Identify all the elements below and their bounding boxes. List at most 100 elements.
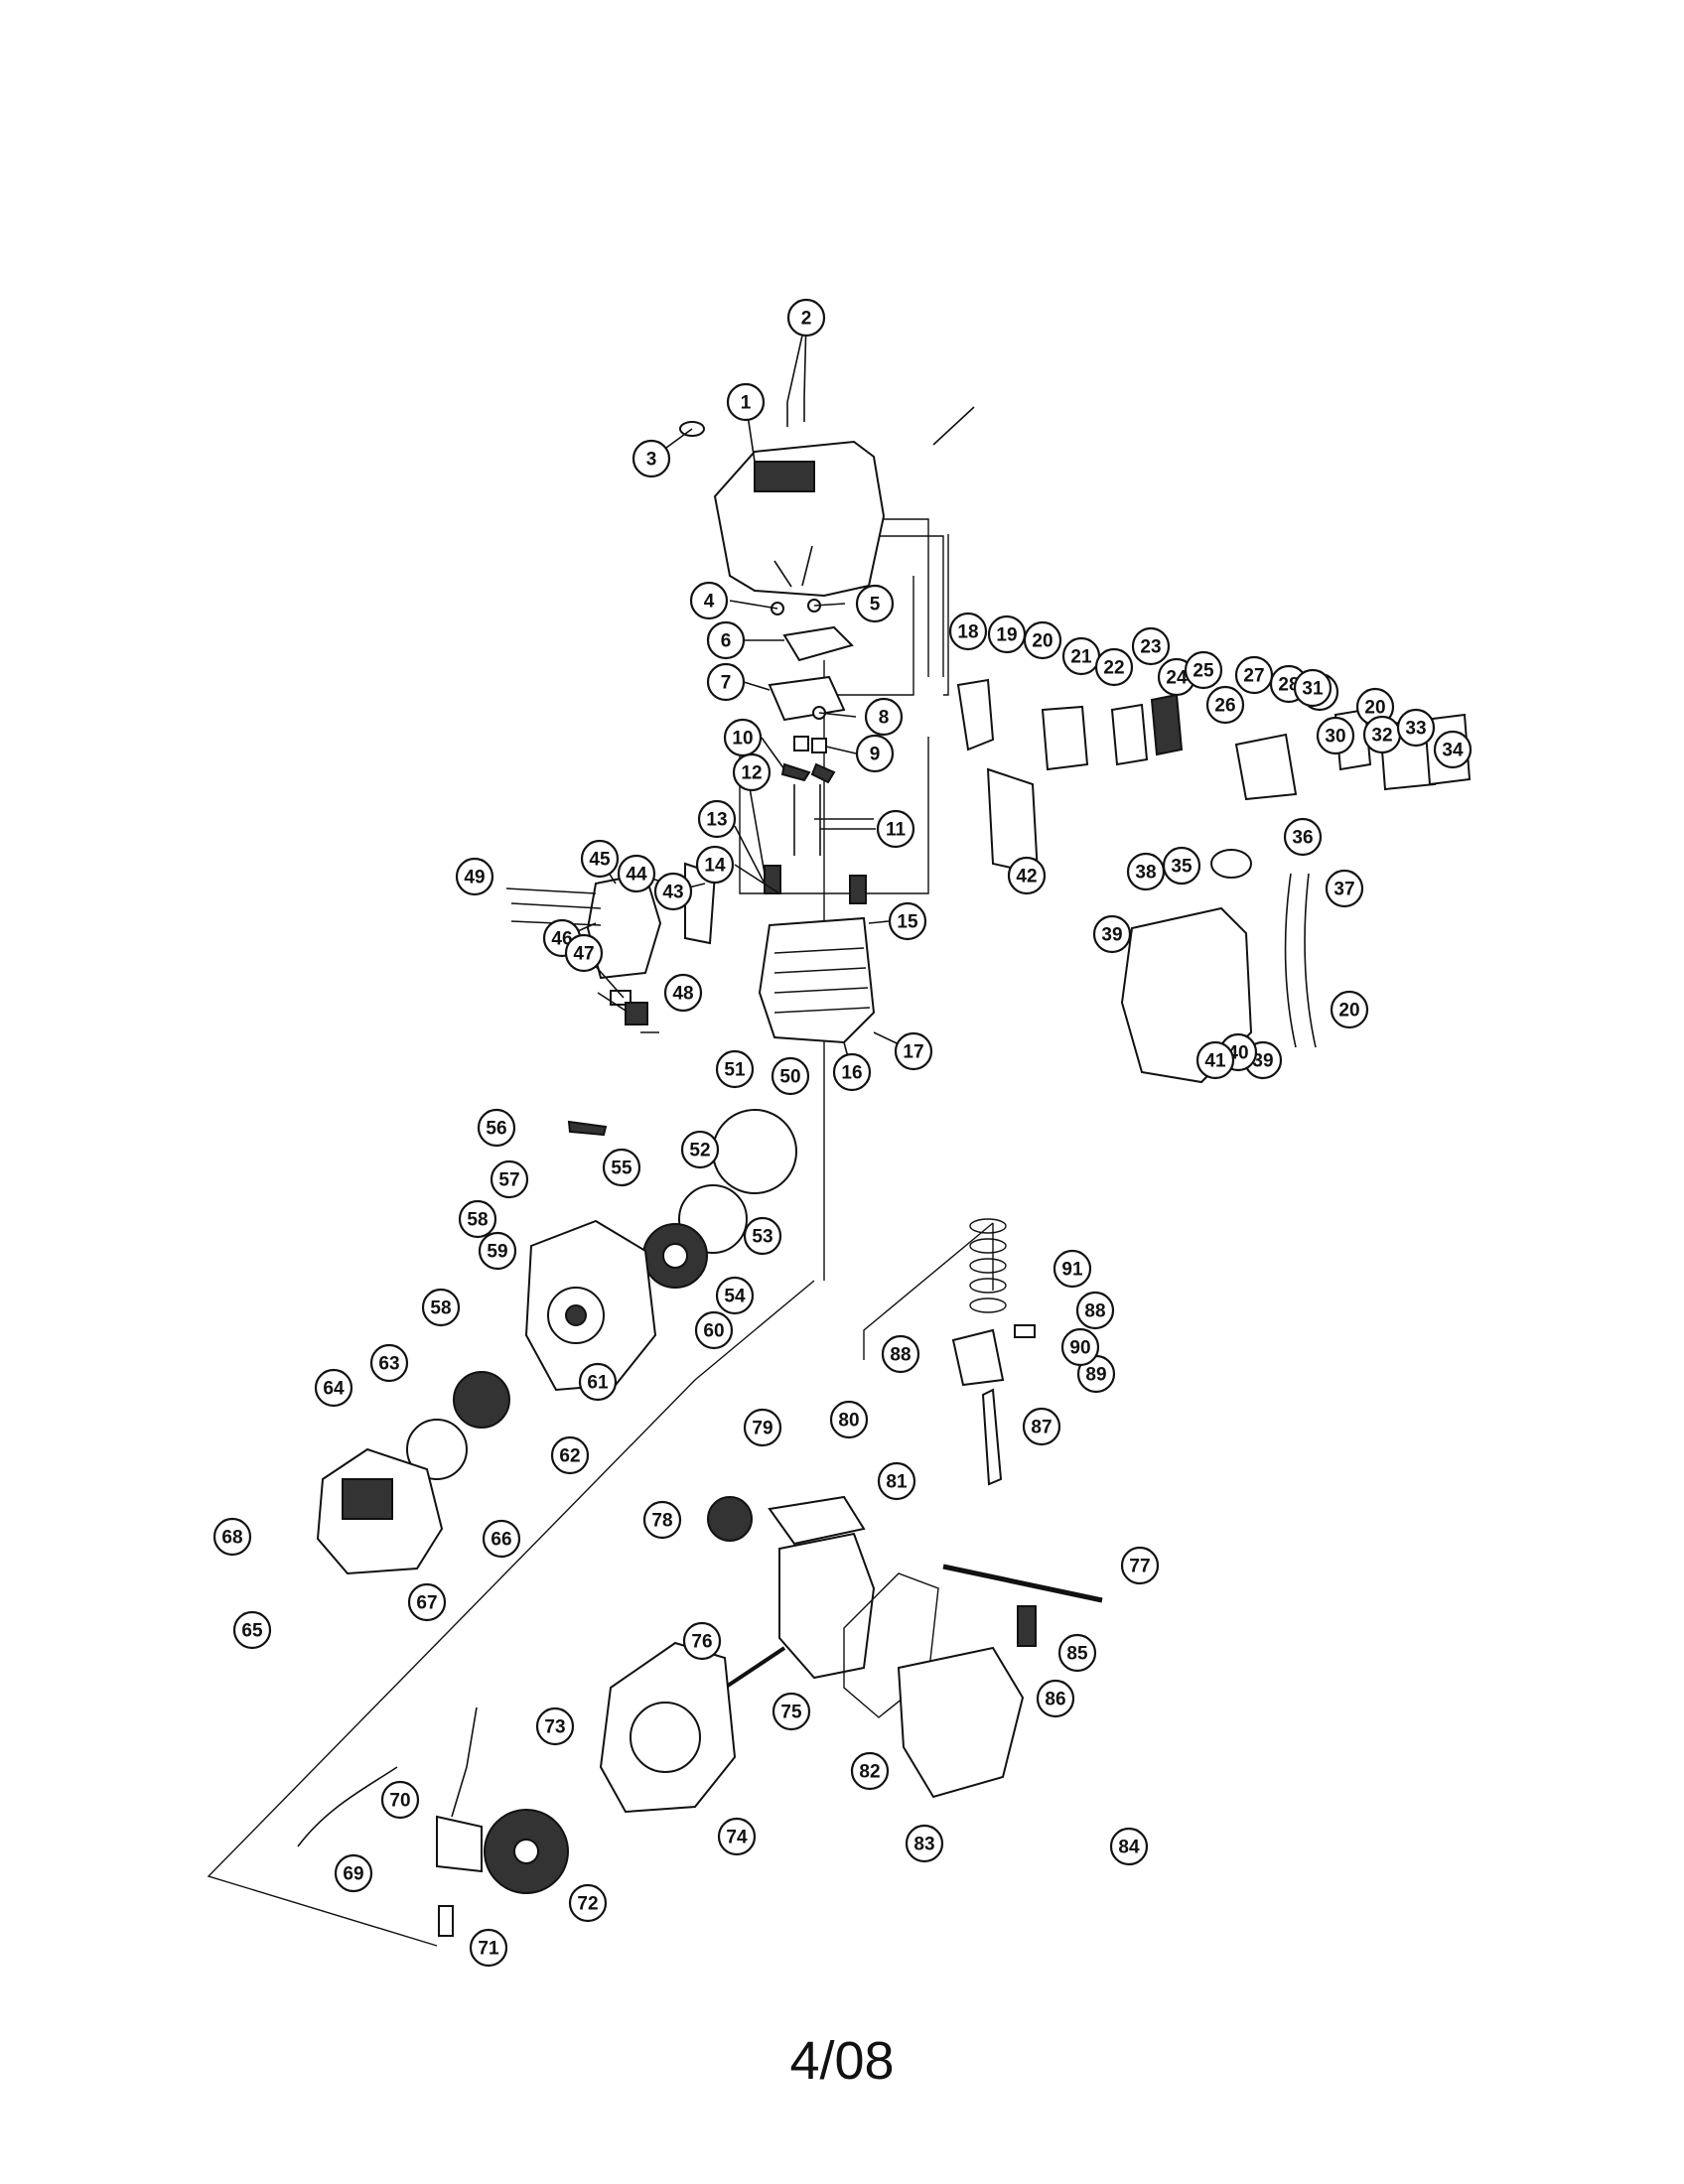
callout-number: 70	[389, 1791, 410, 1812]
callout-number: 57	[498, 1170, 519, 1191]
callout-number: 81	[886, 1472, 908, 1493]
callout-number: 18	[957, 622, 978, 643]
callout-number: 38	[1135, 863, 1156, 884]
callout-number: 85	[1066, 1644, 1088, 1665]
callout-33: 33	[1396, 708, 1436, 748]
callout-number: 45	[589, 850, 611, 871]
callout-54: 54	[715, 1276, 755, 1315]
callout-number: 22	[1103, 658, 1124, 679]
callout-number: 42	[1016, 867, 1037, 887]
callout-circle	[864, 697, 904, 737]
callout-circle	[1057, 1633, 1097, 1673]
callout-number: 63	[378, 1354, 399, 1375]
callout-52: 52	[680, 1130, 720, 1169]
callout-14: 14	[695, 845, 735, 885]
callout-38: 38	[1126, 852, 1166, 891]
callout-circle	[726, 382, 766, 422]
callout-number: 12	[741, 763, 762, 784]
footer-date: 4/08	[789, 2031, 895, 2091]
callout-number: 65	[241, 1621, 263, 1642]
callout-41: 41	[1195, 1040, 1235, 1080]
callout-34: 34	[1433, 730, 1473, 769]
callout-64: 64	[314, 1368, 353, 1408]
callout-number: 39	[1252, 1051, 1273, 1072]
callout-17: 17	[894, 1031, 933, 1071]
callout-number: 58	[430, 1298, 451, 1319]
callout-circle	[1131, 626, 1171, 666]
callout-circle	[232, 1610, 272, 1650]
callout-number: 68	[221, 1528, 242, 1549]
callout-number: 37	[1333, 880, 1354, 900]
callout-number: 89	[1085, 1365, 1106, 1386]
callout-18: 18	[948, 612, 988, 651]
crankcase-part	[778, 1532, 876, 1680]
callout-circle	[1396, 708, 1436, 748]
callout-number: 27	[1243, 666, 1264, 687]
callout-circle	[578, 1362, 618, 1402]
callout-circle	[680, 1130, 720, 1169]
callout-81: 81	[877, 1461, 916, 1501]
callout-number: 80	[838, 1411, 859, 1432]
callout-number: 4	[704, 592, 715, 613]
callout-number: 20	[1032, 631, 1052, 652]
callout-circle	[663, 973, 703, 1013]
callout-circle	[772, 1692, 811, 1731]
callout-circle	[743, 1216, 782, 1256]
callout-44: 44	[617, 854, 656, 893]
callout-number: 17	[903, 1042, 923, 1063]
callout-43: 43	[653, 872, 693, 911]
callout-20: 20	[1023, 620, 1062, 660]
callout-9: 9	[855, 734, 895, 773]
callout-7: 7	[706, 662, 746, 702]
callout-number: 51	[724, 1060, 746, 1081]
callout-1: 1	[726, 382, 766, 422]
callout-50: 50	[771, 1056, 810, 1096]
callout-circle	[894, 1031, 933, 1071]
callout-69: 69	[334, 1853, 373, 1893]
callout-circle	[458, 1199, 497, 1239]
callout-circle	[1316, 716, 1355, 755]
callout-number: 30	[1325, 727, 1345, 748]
callout-89: 89	[1076, 1354, 1116, 1394]
callout-75: 75	[772, 1692, 811, 1731]
callout-number: 39	[1101, 925, 1122, 946]
callout-87: 87	[1022, 1407, 1061, 1446]
callout-circle	[850, 1751, 890, 1791]
callout-number: 41	[1204, 1051, 1226, 1072]
callout-number: 31	[1302, 679, 1324, 700]
callout-circle	[717, 1817, 757, 1856]
callout-circle	[888, 901, 927, 941]
callout-number: 5	[870, 595, 881, 615]
callout-number: 25	[1193, 661, 1214, 682]
callout-60: 60	[694, 1310, 734, 1350]
callout-72: 72	[568, 1883, 608, 1923]
callout-circle	[1094, 647, 1134, 687]
callout-circle	[877, 1461, 916, 1501]
callout-number: 23	[1140, 637, 1161, 658]
callout-circle	[715, 1276, 755, 1315]
callout-5: 5	[855, 584, 895, 623]
callout-circle	[580, 839, 620, 879]
callout-circle	[876, 809, 915, 849]
callout-circle	[682, 1621, 722, 1661]
callout-number: 54	[724, 1287, 746, 1307]
callout-circle	[478, 1231, 517, 1271]
callout-84: 84	[1109, 1827, 1149, 1866]
callout-86: 86	[1036, 1679, 1075, 1718]
callout-circle	[334, 1853, 373, 1893]
callout-number: 64	[323, 1379, 345, 1400]
callout-82: 82	[850, 1751, 890, 1791]
callout-circle	[1126, 852, 1166, 891]
callout-39: 39	[1092, 914, 1132, 954]
callout-number: 32	[1371, 726, 1392, 747]
callout-circle	[212, 1517, 252, 1557]
callout-61: 61	[578, 1362, 618, 1402]
callout-circle	[786, 298, 826, 338]
callout-circle	[535, 1706, 575, 1746]
callout-circle	[1036, 1679, 1075, 1718]
callout-number: 20	[1338, 1001, 1359, 1022]
callout-58: 58	[458, 1199, 497, 1239]
callout-circle	[1092, 914, 1132, 954]
callout-32: 32	[1362, 715, 1402, 754]
callout-16: 16	[832, 1052, 872, 1092]
